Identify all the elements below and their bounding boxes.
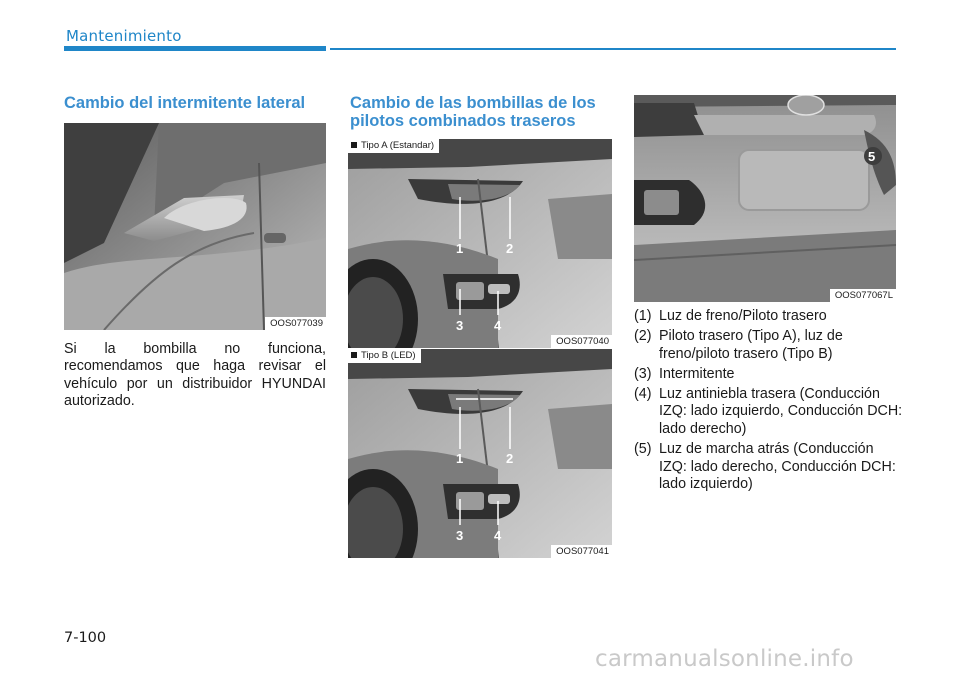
photo-code: OOS077041 xyxy=(551,545,612,558)
photo-code: OOS077040 xyxy=(551,335,612,348)
legend-item: (4) Luz antiniebla trasera (Conducción I… xyxy=(634,386,904,439)
callout-1: 1 xyxy=(456,241,463,256)
callout-1: 1 xyxy=(456,451,463,466)
middle-heading-line2: pilotos combinados traseros xyxy=(350,112,576,130)
legend-text: Intermitente xyxy=(659,365,735,382)
legend-number: (5) xyxy=(634,441,652,458)
type-b-label: Tipo B (LED) xyxy=(361,350,416,361)
section-title: Mantenimiento xyxy=(66,27,182,45)
tail-lamp-type-a-photo: 1 2 3 4 Tipo A (Estandar) OOS077040 xyxy=(348,139,612,348)
legend-text: Piloto trasero (Tipo A), luz de freno/pi… xyxy=(659,328,843,362)
type-b-tag: Tipo B (LED) xyxy=(348,349,421,363)
legend-item: (1) Luz de freno/Piloto trasero xyxy=(634,308,904,326)
side-mirror-illustration xyxy=(64,123,326,330)
legend-number: (3) xyxy=(634,365,652,382)
tail-lamp-type-b-photo: 1 2 3 4 Tipo B (LED) OOS077041 xyxy=(348,349,612,558)
header-rule-thin xyxy=(330,48,896,50)
legend-list: (1) Luz de freno/Piloto trasero (2) Pilo… xyxy=(634,308,904,496)
left-heading: Cambio del intermitente lateral xyxy=(64,94,306,112)
middle-heading-line1: Cambio de las bombillas de los xyxy=(350,94,596,112)
legend-text: Luz de marcha atrás (Conducción IZQ: lad… xyxy=(659,441,896,493)
tail-lamp-type-b-illustration: 1 2 3 4 xyxy=(348,349,612,558)
legend-text: Luz de freno/Piloto trasero xyxy=(659,308,827,324)
legend-text: Luz antiniebla trasera (Conducción IZQ: … xyxy=(659,385,903,438)
watermark: carmanualsonline.info xyxy=(595,646,854,672)
legend-number: (4) xyxy=(634,385,652,402)
middle-heading: Cambio de las bombillas de los pilotos c… xyxy=(350,94,616,130)
bullet-square-icon xyxy=(351,142,357,148)
page-number: 7-100 xyxy=(64,630,107,646)
tail-lamp-type-a-illustration: 1 2 3 4 xyxy=(348,139,612,348)
callout-5: 5 xyxy=(868,149,875,164)
callout-2: 2 xyxy=(506,241,513,256)
header-rule-thick xyxy=(64,46,326,51)
type-a-label: Tipo A (Estandar) xyxy=(361,140,435,151)
callout-3: 3 xyxy=(456,318,463,333)
legend-number: (2) xyxy=(634,328,652,345)
photo-code: OOS077039 xyxy=(265,317,326,330)
callout-4: 4 xyxy=(494,528,502,543)
rear-bumper-illustration: 5 xyxy=(634,95,896,302)
legend-item: (5) Luz de marcha atrás (Conducción IZQ:… xyxy=(634,441,904,494)
bullet-square-icon xyxy=(351,352,357,358)
legend-number: (1) xyxy=(634,308,652,324)
body-paragraph: Si la bombilla no funciona, recomendamos… xyxy=(64,341,326,410)
callout-2: 2 xyxy=(506,451,513,466)
rear-bumper-photo: 5 OOS077067L xyxy=(634,95,896,302)
legend-item: (3) Intermitente xyxy=(634,366,904,384)
type-a-tag: Tipo A (Estandar) xyxy=(348,139,440,153)
callout-3: 3 xyxy=(456,528,463,543)
photo-code: OOS077067L xyxy=(829,289,896,302)
legend-item: (2) Piloto trasero (Tipo A), luz de fren… xyxy=(634,328,904,363)
side-mirror-photo: OOS077039 xyxy=(64,123,326,330)
callout-4: 4 xyxy=(494,318,502,333)
